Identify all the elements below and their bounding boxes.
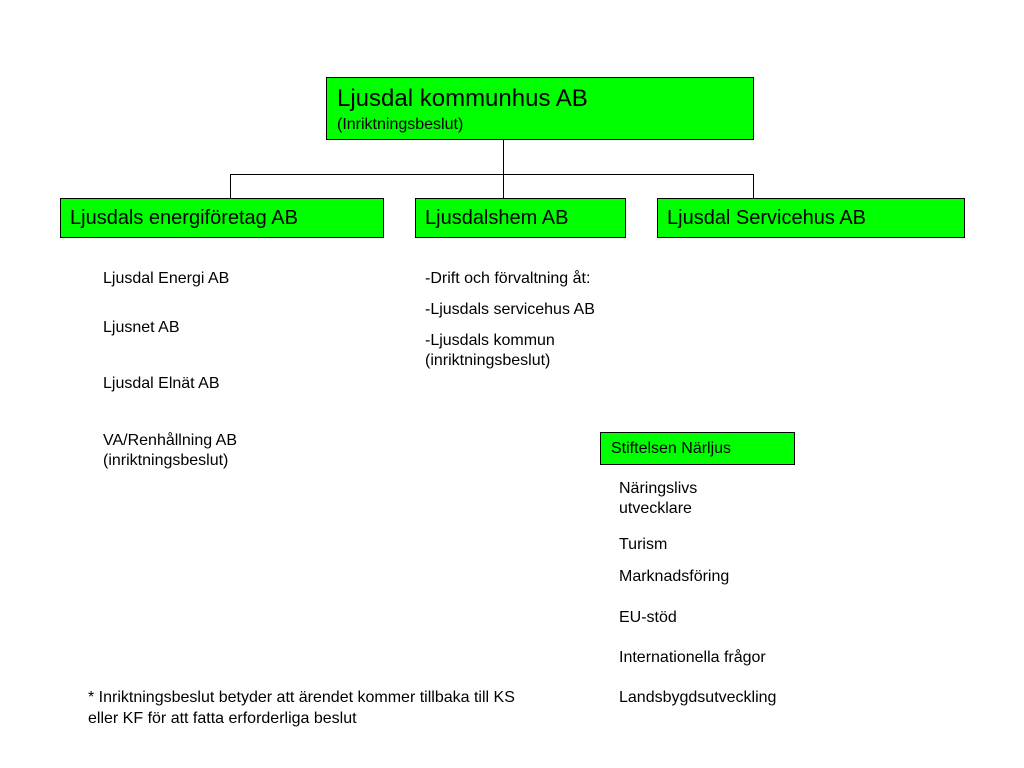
connector-left-drop [230,174,231,199]
foundation-item-landsbygd: Landsbygdsutveckling [619,689,777,706]
child-box-servicehus: Ljusdal Servicehus AB [657,198,965,238]
foundation-item-turism: Turism [619,536,668,553]
connector-root-stem [503,140,504,175]
energi-item-energi: Ljusdal Energi AB [103,270,230,287]
root-title: Ljusdal kommunhus AB [337,85,588,112]
foundation-item-internationella: Internationella frågor [619,649,766,666]
root-box: Ljusdal kommunhus AB (Inriktningsbeslut) [326,77,754,140]
ljusdalshem-item-kommun-note: (inriktningsbeslut) [425,352,551,369]
child-box-ljusdalshem: Ljusdalshem AB [415,198,626,238]
root-subtitle: (Inriktningsbeslut) [337,116,464,133]
connector-middle-drop [503,174,504,199]
child-title-energiforetag: Ljusdals energiföretag AB [70,207,298,229]
connector-horizontal [230,174,754,175]
foundation-item-utvecklare: utvecklare [619,500,692,517]
foundation-item-eu-stod: EU-stöd [619,609,677,626]
footnote-line-2: eller KF för att fatta erforderliga besl… [88,710,357,727]
foundation-item-marknadsforing: Marknadsföring [619,568,730,585]
energi-item-va: VA/Renhållning AB [103,432,238,449]
foundation-box: Stiftelsen Närljus [600,432,795,465]
foundation-item-naringslivs: Näringslivs [619,480,698,497]
child-title-servicehus: Ljusdal Servicehus AB [667,207,867,229]
child-box-energiforetag: Ljusdals energiföretag AB [60,198,384,238]
ljusdalshem-item-servicehus: -Ljusdals servicehus AB [425,301,595,318]
energi-item-elnat: Ljusdal Elnät AB [103,375,220,392]
footnote-line-1: * Inriktningsbeslut betyder att ärendet … [88,689,515,706]
energi-item-va-note: (inriktningsbeslut) [103,452,229,469]
ljusdalshem-item-kommun: -Ljusdals kommun [425,332,555,349]
connector-right-drop [753,174,754,199]
foundation-title: Stiftelsen Närljus [611,440,732,457]
child-title-ljusdalshem: Ljusdalshem AB [425,207,569,229]
ljusdalshem-item-drift: -Drift och förvaltning åt: [425,270,591,287]
energi-item-ljusnet: Ljusnet AB [103,319,180,336]
